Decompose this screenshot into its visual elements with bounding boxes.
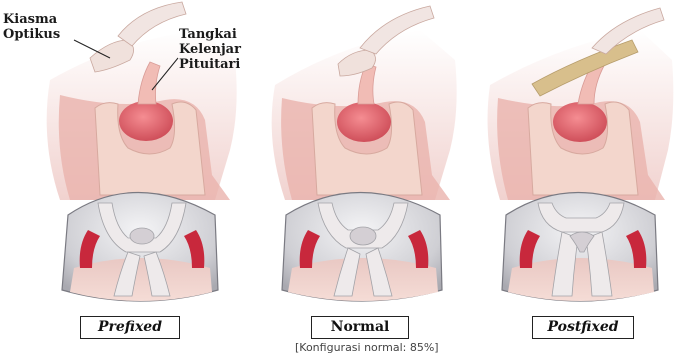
panel-postfixed-sagittal [488,8,674,200]
caption-normal: Normal [311,316,409,339]
circle-normal [282,193,442,302]
panel-normal-sagittal [272,6,457,200]
label-pituitary-stalk: Tangkai Kelenjar Pituitari [179,27,277,72]
circle-postfixed [502,193,658,302]
label-pituitary-stalk-line-3: Pituitari [179,57,277,72]
label-optic-chiasm: Kiasma Optikus [3,12,60,42]
label-optic-chiasm-line-2: Optikus [3,27,60,42]
label-pituitary-stalk-line-2: Kelenjar [179,42,277,57]
label-optic-chiasm-line-1: Kiasma [3,12,60,27]
normal-configuration-note: [Konfigurasi normal: 85%] [295,341,439,354]
caption-prefixed: Prefixed [80,316,180,339]
circle-prefixed [62,193,218,302]
caption-postfixed: Postfixed [532,316,634,339]
label-pituitary-stalk-line-1: Tangkai [179,27,277,42]
